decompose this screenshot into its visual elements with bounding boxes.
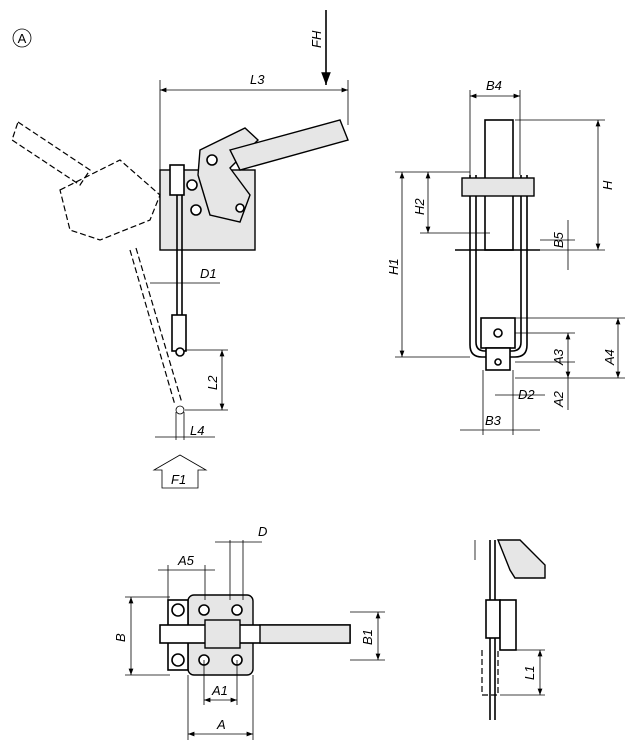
label-b3: B3 (485, 413, 502, 428)
label-h2: H2 (412, 198, 427, 215)
svg-text:A: A (18, 31, 27, 46)
label-b1: B1 (360, 629, 375, 645)
detail-view (474, 539, 546, 720)
label-fh: FH (309, 30, 324, 48)
label-d: D (258, 524, 267, 539)
label-a2: A2 (551, 390, 566, 408)
label-h1: H1 (386, 258, 401, 275)
view-marker: A (12, 28, 32, 48)
label-d2: D2 (518, 387, 535, 402)
label-a3: A3 (551, 348, 566, 366)
label-l4: L4 (190, 423, 204, 438)
side-view (11, 10, 349, 489)
label-f1: F1 (171, 472, 186, 487)
label-l2: L2 (205, 375, 220, 390)
label-a4: A4 (602, 349, 617, 366)
label-a1: A1 (211, 683, 228, 698)
top-view (125, 540, 385, 740)
label-h: H (600, 180, 615, 190)
label-b: B (113, 633, 128, 642)
label-l3: L3 (250, 72, 265, 87)
front-view (395, 90, 625, 435)
label-a: A (216, 717, 226, 732)
label-a5: A5 (177, 553, 195, 568)
label-d1: D1 (200, 266, 217, 281)
label-b5: B5 (551, 231, 566, 248)
label-l1: L1 (522, 666, 537, 680)
label-b4: B4 (486, 78, 502, 93)
